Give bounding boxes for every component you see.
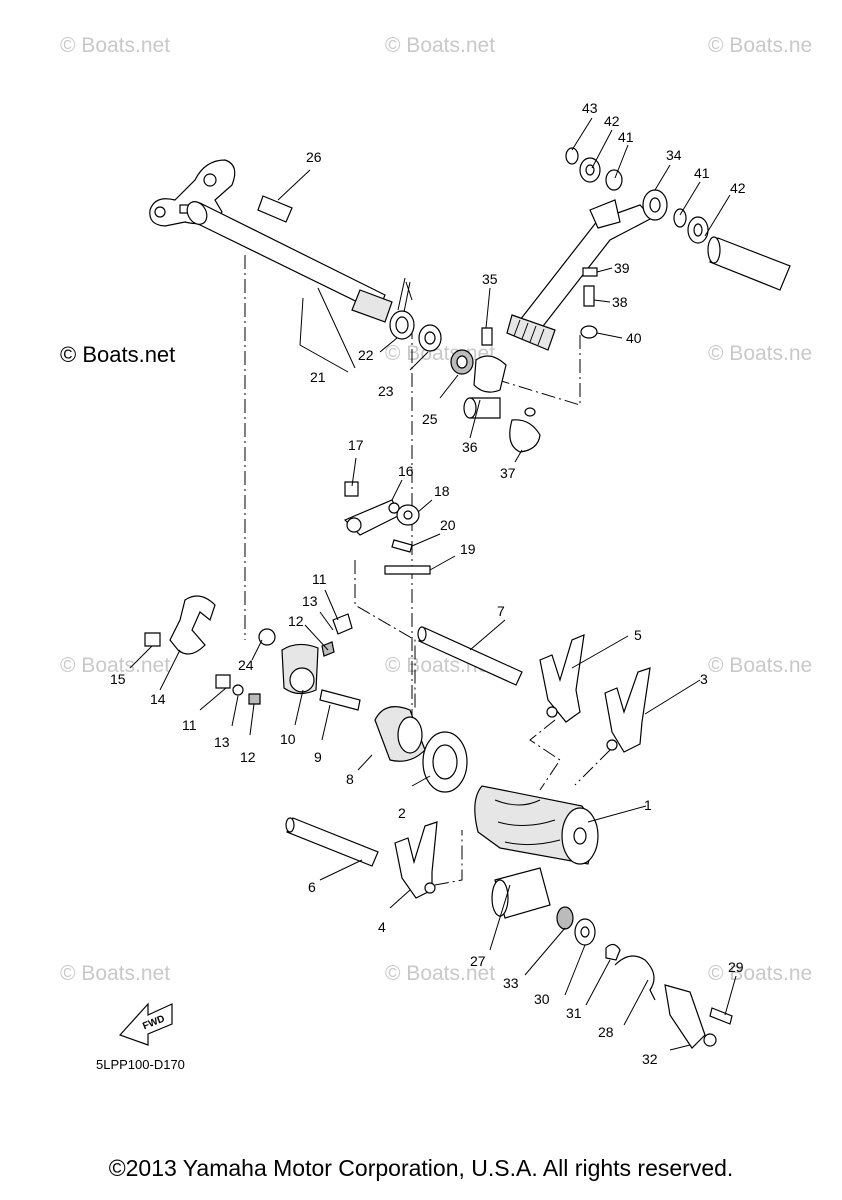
callout-42-left: 42 — [604, 113, 620, 129]
watermarks: © Boats.net © Boats.net © Boats.ne © Boa… — [60, 34, 812, 985]
copyright-notice: ©2013 Yamaha Motor Corporation, U.S.A. A… — [108, 1155, 734, 1181]
callout-10: 10 — [280, 731, 296, 747]
callout-34: 34 — [666, 147, 682, 163]
shift-drum-1 — [474, 785, 599, 865]
seal-25 — [450, 349, 474, 375]
callout-11-upper: 11 — [312, 571, 327, 587]
shaft-end — [707, 236, 791, 291]
callout-7: 7 — [497, 603, 505, 619]
callouts: 1 2 3 4 5 6 7 8 9 10 11 11 12 12 13 13 1… — [110, 100, 746, 1067]
callout-35: 35 — [482, 271, 498, 287]
watermark: © Boats.net — [60, 962, 170, 985]
callout-18: 18 — [434, 483, 450, 499]
watermark: © Boats.ne — [708, 962, 812, 985]
assembly-lines — [244, 255, 611, 886]
joint-36-37 — [463, 327, 541, 453]
watermark: © Boats.net — [60, 34, 170, 57]
bolt-9 — [319, 689, 361, 711]
callout-5: 5 — [634, 627, 642, 643]
washer-23 — [418, 324, 442, 352]
callout-19: 19 — [460, 541, 476, 557]
callout-4: 4 — [378, 919, 386, 935]
callout-43: 43 — [582, 100, 598, 116]
callout-32: 32 — [642, 1051, 658, 1067]
watermark: © Boats.net — [60, 654, 170, 677]
callout-22: 22 — [358, 347, 374, 363]
callout-30: 30 — [534, 991, 550, 1007]
watermark: © Boats.ne — [708, 34, 812, 57]
callout-3: 3 — [700, 671, 708, 687]
diagram-code: 5LPP100-D170 — [96, 1057, 185, 1072]
callout-31: 31 — [566, 1005, 582, 1021]
callout-29: 29 — [728, 959, 744, 975]
watermark: © Boats.ne — [708, 654, 812, 677]
watermark-main: © Boats.net — [60, 342, 175, 367]
callout-1: 1 — [644, 797, 652, 813]
callout-25: 25 — [422, 411, 438, 427]
stopper-lever-16 — [343, 481, 431, 575]
callout-13-upper: 13 — [302, 593, 318, 609]
leader-lines — [129, 117, 737, 1051]
watermark: © Boats.net — [385, 34, 495, 57]
watermark: © Boats.ne — [708, 342, 812, 365]
callout-6: 6 — [308, 879, 316, 895]
callout-24: 24 — [238, 657, 254, 673]
callout-41-left: 41 — [618, 129, 634, 145]
shift-fork-3 — [604, 667, 651, 753]
shift-rod-7 — [417, 626, 523, 686]
shift-shaft-21 — [149, 159, 393, 323]
callout-41-right: 41 — [694, 165, 710, 181]
watermark: © Boats.net — [385, 962, 495, 985]
segment-parts-left — [144, 595, 353, 705]
shift-rod-6 — [285, 817, 379, 867]
small-parts-top-right — [565, 147, 709, 339]
callout-13-lower: 13 — [214, 734, 230, 750]
callout-14: 14 — [150, 691, 166, 707]
spring-22 — [389, 277, 415, 340]
callout-37: 37 — [500, 465, 516, 481]
callout-40: 40 — [626, 330, 642, 346]
shift-fork-4 — [394, 821, 438, 899]
callout-21: 21 — [310, 369, 326, 385]
callout-42-right: 42 — [730, 180, 746, 196]
callout-16: 16 — [398, 463, 414, 479]
callout-28: 28 — [598, 1024, 614, 1040]
shaft-27-group — [491, 867, 733, 1049]
callout-38: 38 — [612, 294, 628, 310]
callout-39: 39 — [614, 260, 630, 276]
callout-36: 36 — [462, 439, 478, 455]
callout-27: 27 — [470, 953, 486, 969]
callout-11-lower: 11 — [182, 717, 197, 733]
callout-2: 2 — [398, 805, 406, 821]
callout-12-upper: 12 — [288, 613, 304, 629]
fwd-arrow-icon: FWD — [118, 1002, 173, 1046]
callout-17: 17 — [348, 437, 364, 453]
bearing-2 — [422, 731, 468, 793]
callout-8: 8 — [346, 771, 354, 787]
callout-20: 20 — [440, 517, 456, 533]
callout-15: 15 — [110, 671, 126, 687]
callout-23: 23 — [378, 383, 394, 399]
shift-fork-5 — [539, 634, 585, 723]
callout-9: 9 — [314, 749, 322, 765]
callout-12-lower: 12 — [240, 749, 256, 765]
callout-26: 26 — [306, 149, 322, 165]
segment-8 — [374, 706, 426, 762]
callout-33: 33 — [503, 975, 519, 991]
